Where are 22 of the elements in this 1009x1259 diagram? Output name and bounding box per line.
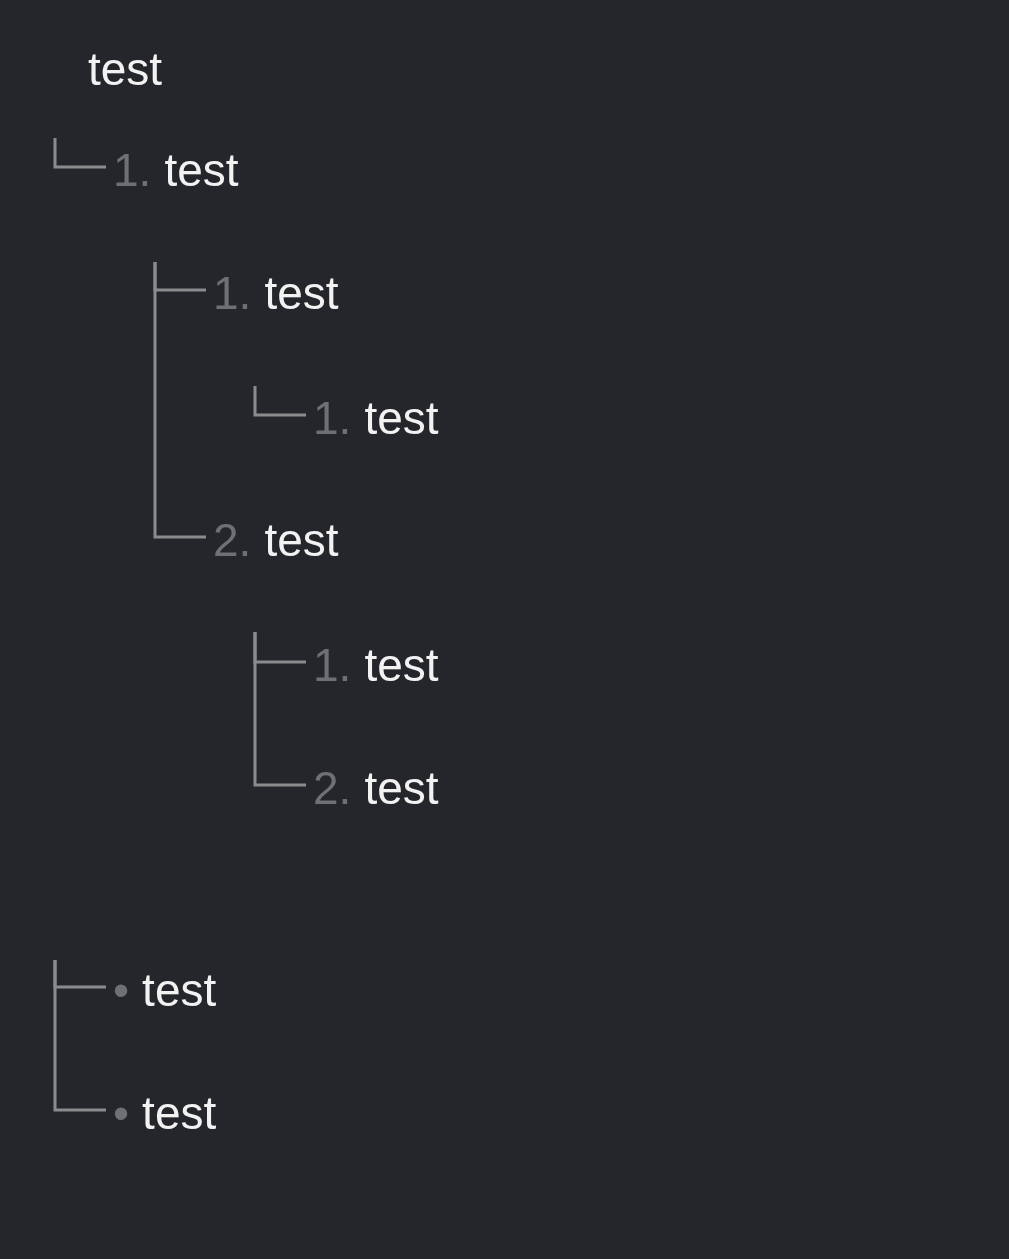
list-marker: 1. [213,270,252,316]
item-text: test [164,147,239,193]
tree-connector [153,262,206,539]
item-text: test [364,395,439,441]
item-text: test [142,967,217,1013]
tree-connector [53,960,106,1112]
tree-connector [253,386,306,417]
list-marker: 1. [313,642,352,688]
item-text: test [88,46,163,92]
list-marker: • [113,1090,130,1136]
tree-connector [253,632,306,787]
item-text: test [142,1090,217,1136]
tree-connector [53,138,106,169]
list-marker: 2. [213,517,252,563]
item-text: test [364,765,439,811]
item-text: test [264,270,339,316]
list-marker: 1. [313,395,352,441]
list-marker: • [113,967,130,1013]
list-marker: 1. [113,147,152,193]
list-marker: 2. [313,765,352,811]
item-text: test [364,642,439,688]
item-text: test [264,517,339,563]
